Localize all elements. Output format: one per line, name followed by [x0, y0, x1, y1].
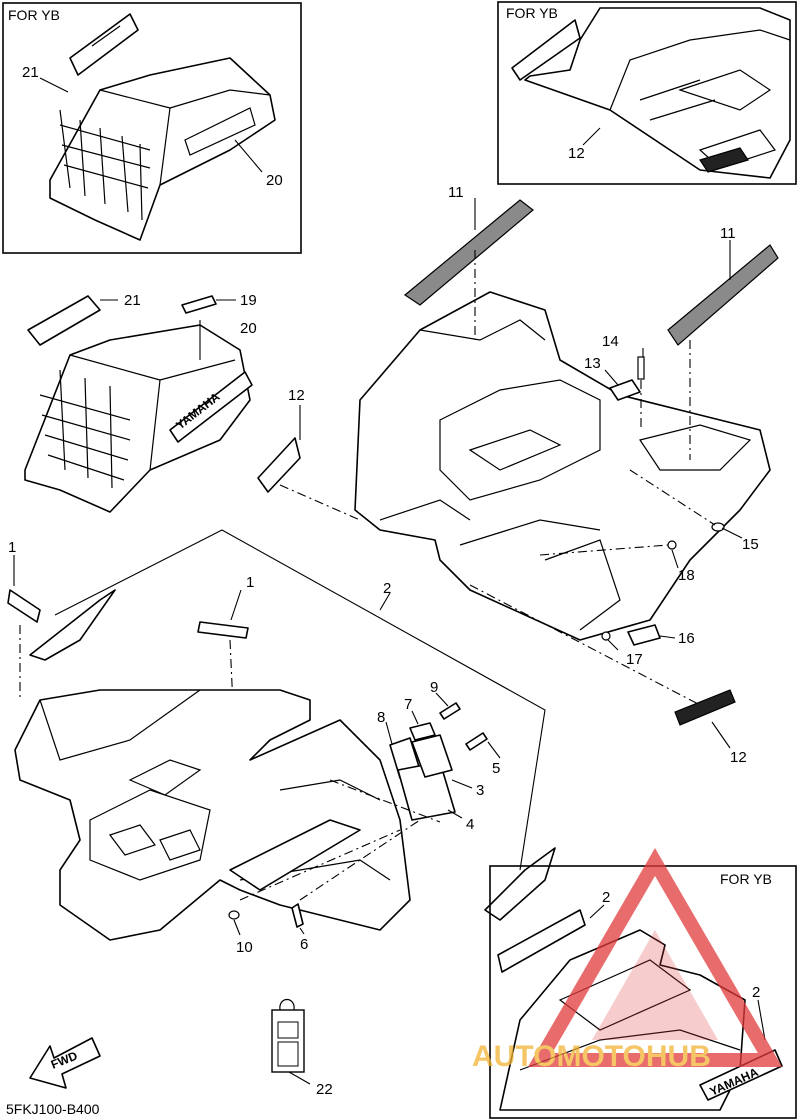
callout-18: 18: [678, 567, 695, 584]
rear-fender: [354, 291, 771, 641]
callout-21: 21: [124, 292, 141, 309]
callout-10: 10: [236, 939, 253, 956]
plate-3: [411, 734, 453, 778]
decal-1-mid: [197, 621, 249, 639]
plate-7: [409, 722, 436, 741]
callout-20: 20: [240, 320, 257, 337]
inset-label-top-right: FOR YB: [506, 5, 558, 21]
mudflap-12-box: [511, 19, 581, 81]
side-panel-2-right: [484, 847, 556, 921]
screw-5: [465, 732, 488, 751]
plate-13: [609, 379, 641, 401]
callout-2-box-b: 2: [752, 984, 760, 1001]
part-code: 5FKJ100-B400: [6, 1101, 100, 1117]
screw-9: [439, 702, 461, 720]
callout-11-b: 11: [720, 225, 736, 242]
callout-4: 4: [466, 816, 474, 833]
watermark-logo: AUTOMOTOHUB: [472, 848, 783, 1073]
callout-1-mid: 1: [246, 574, 254, 591]
fwd-arrow: FWD: [29, 1037, 101, 1089]
rear-panel-20-box: [49, 57, 276, 241]
callout-13: 13: [584, 355, 601, 372]
bolt-6: [291, 903, 304, 928]
grommet-18: [667, 540, 677, 550]
callout-16: 16: [678, 630, 695, 647]
inset-label-bottom-right: FOR YB: [720, 871, 772, 887]
mudflap-12-left: [257, 437, 301, 493]
callout-12-right: 12: [730, 749, 747, 766]
footrest-mat-11-a: [403, 199, 534, 306]
callout-21-box: 21: [22, 64, 39, 81]
callout-3: 3: [476, 782, 484, 799]
inset-label-top-left: FOR YB: [8, 7, 60, 23]
callout-2: 2: [383, 580, 391, 597]
sticker-21: [27, 295, 101, 346]
sticker-21-box: [69, 13, 139, 76]
callout-17: 17: [626, 651, 643, 668]
watermark-text: AUTOMOTOHUB: [472, 1040, 711, 1073]
callout-14: 14: [602, 333, 619, 350]
callout-11-a: 11: [448, 184, 464, 201]
rear-fender-assembly: 11 11 12 14 13 15 18 16 17 12: [257, 184, 779, 766]
callout-20-box: 20: [266, 172, 283, 189]
rear-fender-box: [524, 7, 791, 179]
callout-6: 6: [300, 936, 308, 953]
front-fender: [14, 689, 411, 941]
callout-15: 15: [742, 536, 759, 553]
callout-22: 22: [316, 1081, 333, 1098]
front-fender-assembly: 1 1 2: [7, 529, 556, 956]
nut-10: [228, 910, 240, 920]
side-panel-2-box-a: [497, 909, 586, 973]
callout-12-box: 12: [568, 145, 585, 162]
side-panel-2-left: [29, 589, 116, 661]
callout-7: 7: [404, 696, 412, 713]
callout-12-left: 12: [288, 387, 305, 404]
inset-box-top-right: FOR YB 12: [497, 1, 797, 185]
sticker-19: [181, 295, 217, 314]
rear-panel-20: [24, 324, 251, 513]
callout-8: 8: [377, 709, 385, 726]
bolt-14: [637, 356, 645, 380]
bracket-16: [627, 624, 661, 646]
inset-box-top-left: FOR YB 21 20: [2, 2, 302, 254]
callout-9: 9: [430, 679, 438, 696]
footrest-mat-11-b: [667, 244, 779, 346]
decal-1-left: [7, 589, 41, 623]
callout-2-box-a: 2: [602, 889, 610, 906]
caution-label-22: 22: [271, 998, 333, 1098]
fwd-arrow-icon: [29, 1037, 101, 1089]
rear-panel-assembly: YAMAHA 21 19 20: [24, 292, 257, 513]
callout-1-left: 1: [8, 539, 16, 556]
washer-17: [601, 631, 611, 641]
callout-19: 19: [240, 292, 257, 309]
callout-5: 5: [492, 760, 500, 777]
mudflap-12-right: [674, 689, 736, 726]
